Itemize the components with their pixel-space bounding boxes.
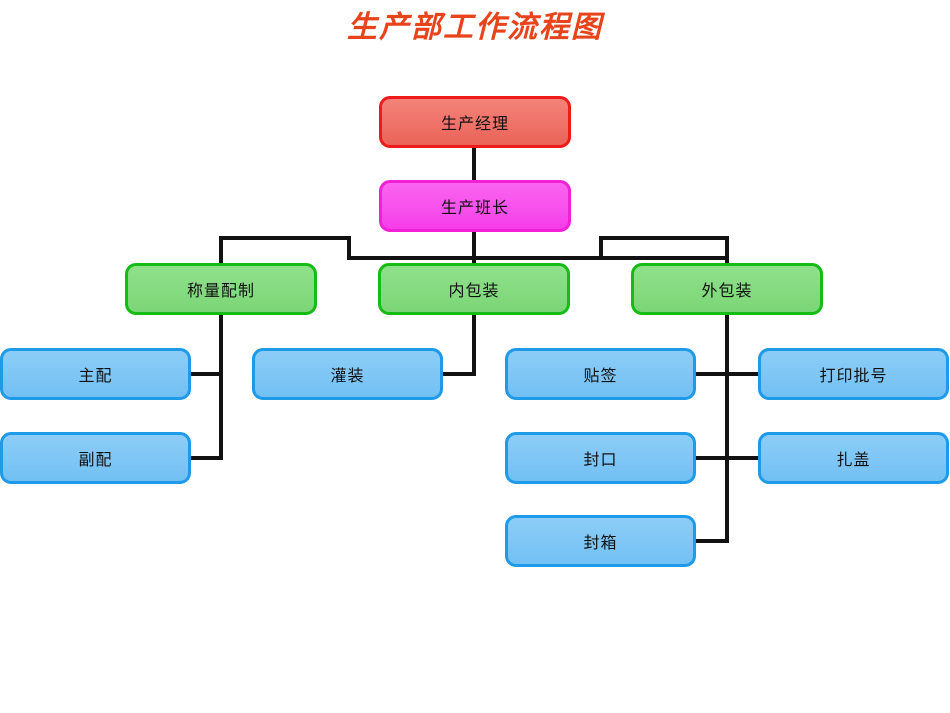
node-label: 称量配制 (186, 281, 255, 300)
node-cap-tying[interactable]: 扎盖 (758, 432, 949, 484)
connector-outer-row-1 (694, 372, 760, 376)
node-inner-packing[interactable]: 内包装 (378, 263, 570, 315)
node-label: 贴签 (583, 366, 618, 385)
connector-section-left-riser (347, 236, 351, 260)
node-sealing[interactable]: 封口 (505, 432, 696, 484)
connector-inner-packing-spine (472, 313, 476, 374)
node-label: 封口 (583, 450, 618, 469)
node-label: 打印批号 (819, 366, 888, 385)
connector-inner-packing-to-filling (441, 372, 476, 376)
node-sub-mix[interactable]: 副配 (0, 432, 191, 484)
connector-outer-row-3 (694, 539, 729, 543)
node-production-manager[interactable]: 生产经理 (379, 96, 571, 148)
node-label: 副配 (78, 450, 113, 469)
node-outer-packing[interactable]: 外包装 (631, 263, 823, 315)
connector-section-right-riser (599, 236, 603, 260)
node-label: 生产班长 (440, 198, 509, 217)
node-filling[interactable]: 灌装 (252, 348, 443, 400)
connector-section-left-top (219, 236, 351, 240)
node-label: 外包装 (701, 281, 753, 300)
connector-section-bus (347, 256, 729, 260)
node-print-batch-number[interactable]: 打印批号 (758, 348, 949, 400)
node-label: 内包装 (448, 281, 500, 300)
connector-weighing-to-main-mix (189, 372, 223, 376)
connector-to-weighing (219, 236, 223, 266)
node-production-foreman[interactable]: 生产班长 (379, 180, 571, 232)
node-labeling[interactable]: 贴签 (505, 348, 696, 400)
connector-weighing-spine (219, 313, 223, 460)
node-label: 扎盖 (836, 450, 871, 469)
node-main-mix[interactable]: 主配 (0, 348, 191, 400)
connector-weighing-to-sub-mix (189, 456, 223, 460)
connector-to-outer-packing (725, 236, 729, 266)
connector-foreman-stub (472, 230, 476, 260)
node-label: 主配 (78, 366, 113, 385)
node-label: 生产经理 (440, 114, 509, 133)
node-label: 灌装 (330, 366, 365, 385)
connector-to-inner-packing (472, 256, 476, 268)
connector-manager-to-foreman (472, 146, 476, 182)
node-carton-sealing[interactable]: 封箱 (505, 515, 696, 567)
node-label: 封箱 (583, 533, 618, 552)
page-title: 生产部工作流程图 (347, 10, 603, 45)
connector-outer-row-2 (694, 456, 760, 460)
node-weighing-compounding[interactable]: 称量配制 (125, 263, 317, 315)
connector-section-right-top (599, 236, 729, 240)
connector-outer-packing-spine (725, 313, 729, 543)
